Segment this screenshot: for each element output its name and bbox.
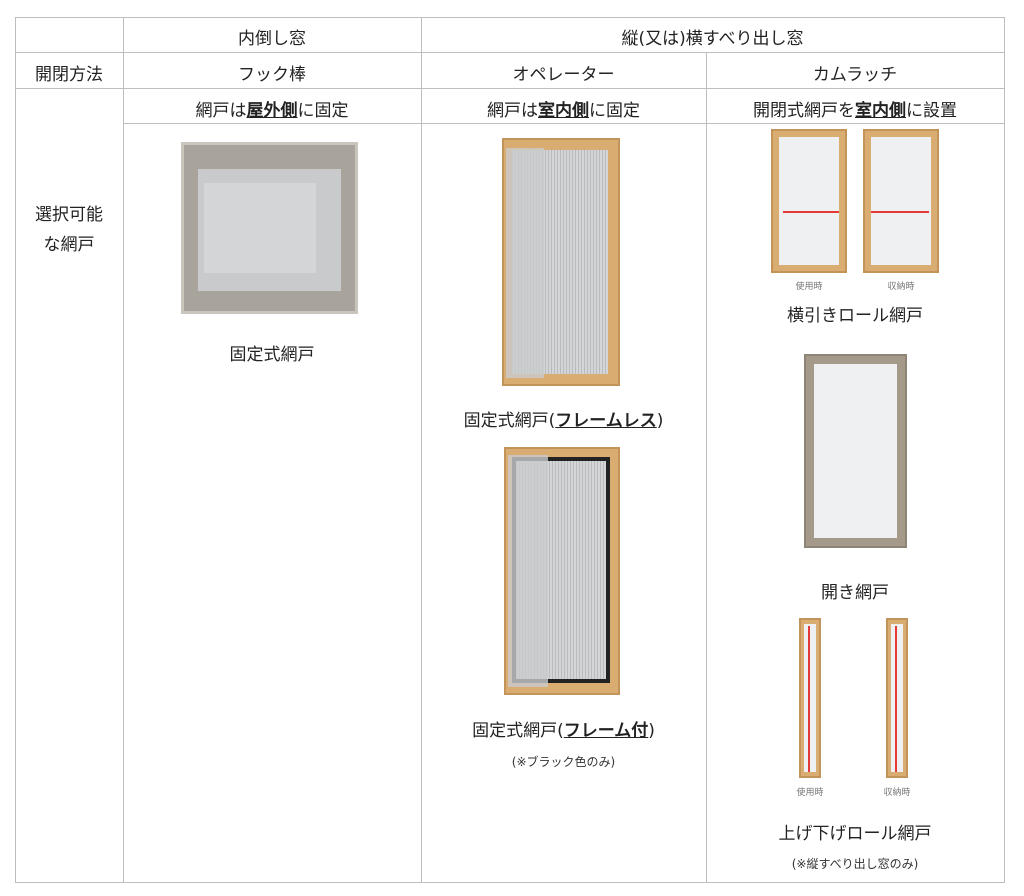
header-inward-window: 内倒し窓	[238, 29, 306, 49]
caption-vertical-roll: 上げ下げロール網戸	[778, 824, 932, 844]
caption-text: 固定式網戸(	[463, 411, 556, 431]
caption-fixed-screen: 固定式網戸	[229, 345, 315, 365]
label-line: な網戸	[43, 235, 95, 255]
caption-text: )	[648, 721, 655, 741]
note-emphasis: 室内側	[538, 101, 589, 121]
open-method-hook: フック棒	[238, 65, 306, 85]
divider	[15, 17, 16, 883]
note-text: に設置	[906, 101, 957, 121]
fixed-screen-image	[181, 142, 358, 314]
note-text: に固定	[297, 101, 349, 121]
hinged-screen-image	[804, 354, 907, 548]
frameless-screen-image	[502, 138, 620, 386]
note-inside: 網戸は室内側に固定	[421, 96, 706, 121]
row-label-open-method: 開閉方法	[35, 65, 103, 85]
note-black-only: (※ブラック色のみ)	[511, 755, 616, 769]
note-text: 網戸は	[195, 101, 247, 121]
note-outside: 網戸は屋外側に固定	[123, 96, 421, 121]
label-line: 選択可能	[35, 205, 103, 225]
vertical-roll-in-use-image	[799, 618, 821, 778]
row-label-screen: 選択可能な網戸	[15, 200, 123, 260]
vertical-roll-stored-image	[886, 618, 908, 778]
label-in-use: 使用時	[796, 788, 824, 798]
divider	[1004, 17, 1005, 883]
divider	[123, 123, 1005, 124]
note-text: 開閉式網戸を	[753, 101, 855, 121]
header-casement-window: 縦(又は)横すべり出し窓	[621, 29, 804, 49]
divider	[15, 17, 1005, 18]
framed-screen-image	[504, 447, 620, 695]
divider	[15, 52, 1005, 53]
divider	[421, 17, 422, 883]
divider	[15, 882, 1005, 883]
caption-side-roll: 横引きロール網戸	[787, 306, 923, 326]
divider	[706, 52, 707, 883]
side-roll-in-use-image	[771, 129, 847, 273]
divider	[123, 17, 124, 883]
note-openable: 開閉式網戸を室内側に設置	[706, 96, 1004, 121]
open-method-camlatch: カムラッチ	[812, 65, 898, 85]
label-in-use: 使用時	[795, 282, 823, 292]
caption-frameless: 固定式網戸(フレームレス)	[421, 406, 706, 431]
caption-text: )	[656, 411, 664, 431]
caption-hinged: 開き網戸	[821, 583, 889, 603]
caption-framed: 固定式網戸(フレーム付)	[421, 716, 706, 741]
note-emphasis: 屋外側	[246, 101, 298, 121]
caption-emphasis: フレームレス	[555, 411, 657, 431]
note-text: に固定	[589, 101, 640, 121]
caption-text: 固定式網戸(	[472, 721, 564, 741]
divider	[15, 88, 1005, 89]
note-emphasis: 室内側	[855, 101, 906, 121]
open-method-operator: オペレーター	[512, 65, 615, 85]
side-roll-stored-image	[863, 129, 939, 273]
note-text: 網戸は	[487, 101, 538, 121]
caption-emphasis: フレーム付	[563, 721, 649, 741]
label-stored: 収納時	[887, 282, 915, 292]
note-vertical-only: (※縦すべり出し窓のみ)	[791, 857, 919, 871]
label-stored: 収納時	[883, 788, 911, 798]
